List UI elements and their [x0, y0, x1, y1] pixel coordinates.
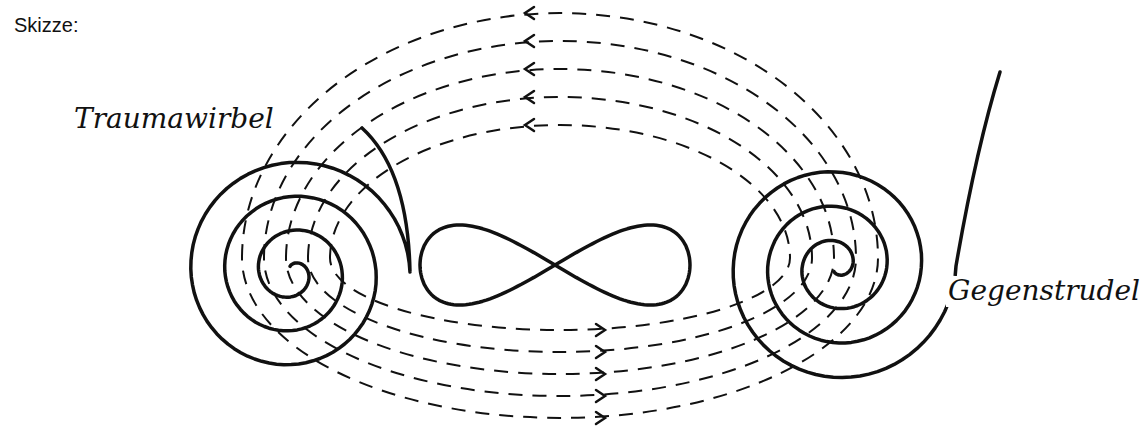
arrowhead	[525, 119, 534, 131]
field-line	[308, 97, 812, 352]
arrowhead	[525, 35, 534, 47]
field-arrowheads	[525, 7, 605, 424]
vortex-label: Traumawirbel	[72, 104, 276, 135]
vortex-label: Gegenstrudel	[946, 276, 1142, 307]
field-line	[242, 13, 878, 418]
arrowhead	[525, 63, 534, 75]
arrowhead	[596, 412, 605, 424]
spiral-strokes	[191, 72, 1000, 378]
trauma-vortex	[191, 128, 410, 365]
arrowhead	[596, 390, 605, 402]
arrowhead	[596, 368, 605, 380]
figure-eight	[420, 225, 690, 305]
field-lines	[242, 13, 878, 418]
arrowhead	[525, 91, 534, 103]
arrowhead	[596, 324, 605, 336]
arrowhead	[525, 7, 534, 19]
counter-vortex	[733, 72, 1000, 378]
arrowhead	[596, 346, 605, 358]
sketch-heading: Skizze:	[12, 14, 80, 36]
